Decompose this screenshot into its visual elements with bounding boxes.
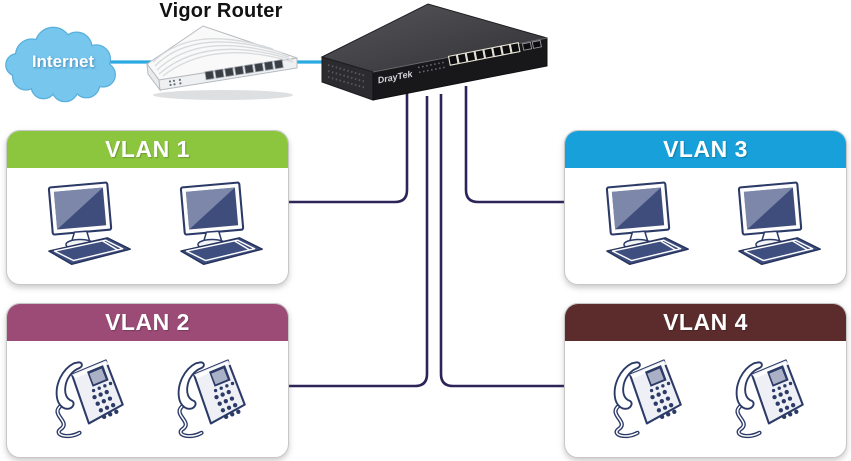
switch-vlan1-link-line bbox=[287, 93, 409, 204]
vlan2-card: VLAN 2 bbox=[6, 303, 289, 458]
vigor-router-image bbox=[146, 25, 298, 100]
computer-icon bbox=[162, 179, 266, 274]
vlan3-devices bbox=[565, 168, 846, 284]
vlan3-header: VLAN 3 bbox=[565, 131, 846, 168]
vlan1-devices bbox=[7, 168, 288, 284]
vlan4-devices bbox=[565, 341, 846, 457]
ip-phone-icon bbox=[598, 352, 692, 446]
vlan4-header: VLAN 4 bbox=[565, 304, 846, 341]
vlan4-label: VLAN 4 bbox=[663, 309, 748, 335]
vlan1-header: VLAN 1 bbox=[7, 131, 288, 168]
vlan2-devices bbox=[7, 341, 288, 457]
vlan3-label: VLAN 3 bbox=[663, 136, 748, 162]
vlan1-card: VLAN 1 bbox=[6, 130, 289, 285]
ip-phone-icon bbox=[162, 352, 256, 446]
internet-label: Internet bbox=[31, 52, 95, 71]
computer-icon bbox=[720, 179, 824, 274]
switch-ports bbox=[447, 42, 521, 66]
internet-cloud bbox=[5, 26, 116, 103]
computer-icon bbox=[30, 179, 134, 274]
computer-icon bbox=[588, 179, 692, 274]
switch-vlan2-link-line bbox=[287, 96, 429, 388]
vlan1-label: VLAN 1 bbox=[105, 136, 190, 162]
switch-sfp-slots bbox=[521, 39, 542, 51]
switch-vlan3-link-line bbox=[464, 86, 564, 204]
vlan2-label: VLAN 2 bbox=[105, 309, 190, 335]
vlan3-card: VLAN 3 bbox=[564, 130, 847, 285]
ip-phone-icon bbox=[40, 352, 134, 446]
ip-phone-icon bbox=[720, 352, 814, 446]
router-label: Vigor Router bbox=[159, 0, 283, 22]
switch-vlan4-link-line bbox=[439, 94, 564, 388]
vlan2-header: VLAN 2 bbox=[7, 304, 288, 341]
draytek-switch-image: DrayTek bbox=[320, 3, 548, 101]
vlan4-card: VLAN 4 bbox=[564, 303, 847, 458]
